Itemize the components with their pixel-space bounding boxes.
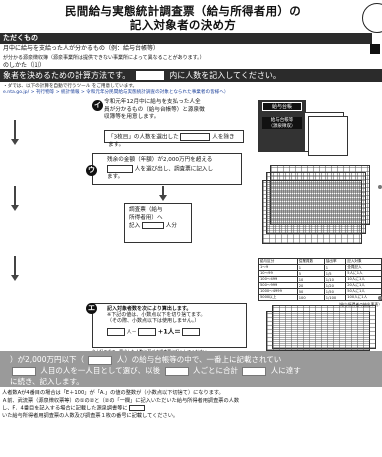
rate-table-wrap: 給与区分 従業員数 抽出率 記入対象 1～9 1 1 全員記入 10～99 5 … [258, 258, 382, 308]
section-body: 月中に給与を支給った人が分かるもの（例：給与台帳等） が分かる源泉徴収簿（源泉事… [0, 45, 372, 71]
table-cell: 100人に1人 [345, 294, 382, 301]
survey-line: 所得者用）へ [129, 214, 163, 221]
calc-bar-left: 象者を決めるための計算方法です。 [3, 71, 131, 80]
survey-count-input[interactable] [141, 222, 164, 229]
survey-line: 記入 [129, 223, 141, 229]
over-20m-count-input[interactable] [107, 164, 133, 173]
banner-text: に続き、記入します。 [10, 377, 84, 386]
banner-text: 人）の給与台帳等の中で、一番上に記載されてい [116, 355, 282, 364]
footer-line: 人者数Aが4番目の場合は「E＋100」が「A.」の値の整数が（小数点以下切捨て）… [2, 390, 224, 396]
section-header: ただくもの [0, 33, 372, 44]
step4-box: 記入対象者数を次により算出します。 ※下記の値は、小数点以下を切り捨てます。 （… [92, 303, 247, 348]
step1-line: 収簿等を用意します。 [104, 114, 160, 120]
flow-arrow [14, 120, 16, 140]
formula-plus: +1人＝ [157, 327, 181, 336]
connector-dot-icon [378, 185, 382, 189]
banner-text: 人目の人を一人目として選び、以後 [40, 366, 161, 375]
step1-text: 令和元年12月中に給与を支払った人全 員が分かるもの（給与台帳等）と源泉徴 収簿… [104, 99, 249, 122]
banner-input[interactable] [242, 366, 267, 376]
ledger-title: 給与台帳 [262, 102, 302, 111]
step1-line: 員が分かるもの（給与台帳等）と源泉徴 [104, 106, 205, 113]
footer-input[interactable] [129, 405, 146, 411]
formula-result-input[interactable] [182, 327, 201, 336]
calc-bar-right: 内に人数を記入してください。 [169, 71, 281, 80]
table-row: 5000以上 100 1/100 100人に1人 [258, 294, 382, 301]
rate-table: 給与区分 従業員数 抽出率 記入対象 1～9 1 1 全員記入 10～99 5 … [258, 258, 382, 301]
survey-unit: 人分 [165, 223, 177, 229]
step1-line: 令和元年12月中に給与を支払った人全 [104, 99, 201, 105]
flow-arrow [162, 186, 164, 196]
ledger-card: 給与台帳 給与台帳等 （源泉徴収） [258, 100, 306, 152]
footer-line: Ａ前、武流票（源泉徴収票等）の①の②と（②の「一欄」に記入いただいた給与所得者用… [2, 397, 240, 404]
banner-text: 人ごとに合計 [192, 366, 238, 375]
tool-note: ・ダでは、以下の計算を自動で行うツール をご用意しています。 e.nta.go.… [3, 84, 381, 96]
formula-input-a[interactable] [107, 327, 125, 336]
table-cell: 100 [296, 294, 325, 301]
footer-notes: 人者数Aが4番目の場合は「E＋100」が「A.」の値の整数が（小数点以下切捨て）… [2, 390, 382, 421]
survey-sheet-icon [262, 180, 362, 244]
exclude-unit: 人を除きます。 [108, 134, 235, 149]
banner-text: 人に達す [270, 366, 301, 375]
formula-input-b[interactable] [138, 327, 157, 336]
footer-line: し、F．4番目を記入する場合に記載した源泉調書等に [2, 405, 128, 412]
banner-text: ）が2,000万円以下（ [10, 355, 84, 364]
section-body-line: のしかた（⑴） [3, 62, 46, 69]
table-cell: 1/100 [323, 294, 347, 301]
flow-arrow [14, 256, 16, 276]
arrow-down-icon [11, 275, 19, 281]
table-cell: 5000以上 [258, 294, 298, 301]
note-line: ・ダでは、以下の計算を自動で行うツール をご用意しています。 [3, 84, 138, 89]
banner-input[interactable] [88, 355, 113, 365]
exclude-text: 「3枚目」の人数を選出した [108, 134, 179, 141]
step-badge: エ [86, 303, 97, 314]
side-logo-icon [370, 38, 382, 64]
document-icon [308, 116, 348, 156]
step4-line: 記入対象者数を次により算出します。 [107, 306, 192, 312]
step3-line: ます。 [107, 173, 124, 180]
corner-badge-icon [362, 3, 382, 33]
count-box [135, 71, 164, 80]
table-caption: （給与所得者の抽出率表） [258, 302, 382, 308]
note-link[interactable]: e.nta.go.jp/ > 刊行物等 > 統計情報 > 令和元年分民間給与実態… [3, 90, 229, 95]
survey-sheet-icon [266, 311, 370, 351]
title-line-2: 記入対象者の決め方 [129, 18, 237, 32]
ledger-sub: 給与台帳等 [262, 117, 302, 123]
calc-method-bar: 象者を決めるための計算方法です。 内に人数を記入してください。 [0, 69, 382, 82]
section-body-line: が分かる源泉徴収簿（源泉事業所は提供できない事業所によって異なることがあります。… [3, 54, 205, 61]
formula-mid: 人－ [126, 329, 137, 336]
step-badge: ウ [86, 165, 97, 176]
survey-line: 調査票（給与 [129, 207, 163, 213]
arrow-down-icon [11, 139, 19, 145]
ledger-sub: （源泉徴収） [262, 123, 302, 129]
page-title: 民間給与実態統計調査票（給与所得者用）の 記入対象者の決め方 [18, 4, 348, 32]
connector-dot-icon [378, 296, 382, 300]
step3-line: 人を選び出し、調査票に記入し [134, 166, 214, 172]
table-row: 1～9 1 1 全員記入 [258, 264, 382, 271]
banner-input[interactable] [164, 366, 189, 376]
survey-box: 調査票（給与 所得者用）へ 記入 人分 [124, 203, 192, 243]
exclude-row: 「3枚目」の人数を選出した 人を除きます。 [104, 130, 244, 148]
step4-line: ※下記の値は、小数点以下を切り捨てます。 [107, 312, 206, 319]
step3-line: 残余の金額（年額）が2,000万円を超える [107, 157, 213, 163]
footer-line: いた給与所得者用調査票の人数及び調査票１枚の番号に記載してください。 [2, 413, 179, 419]
banner-input[interactable] [12, 366, 36, 376]
bottom-banner: ）が2,000万円以下（ 人）の給与台帳等の中で、一番上に記載されてい 人目の人… [0, 351, 382, 387]
flow-arrow [14, 186, 16, 206]
arrow-down-icon [159, 195, 167, 201]
step-badge: イ [92, 100, 103, 111]
step3-box: 残余の金額（年額）が2,000万円を超える 人を選び出し、調査票に記入し ます。 [92, 153, 242, 185]
title-line-1: 民間給与実態統計調査票（給与所得者用）の [65, 4, 301, 18]
step4-line: （その際、小数点以下は使用しません。） [107, 318, 200, 325]
exclude-count-input[interactable] [180, 133, 211, 141]
arrow-down-icon [11, 205, 19, 211]
section-body-line: 月中に給与を支給った人が分かるもの（例：給与台帳等） [3, 45, 160, 52]
